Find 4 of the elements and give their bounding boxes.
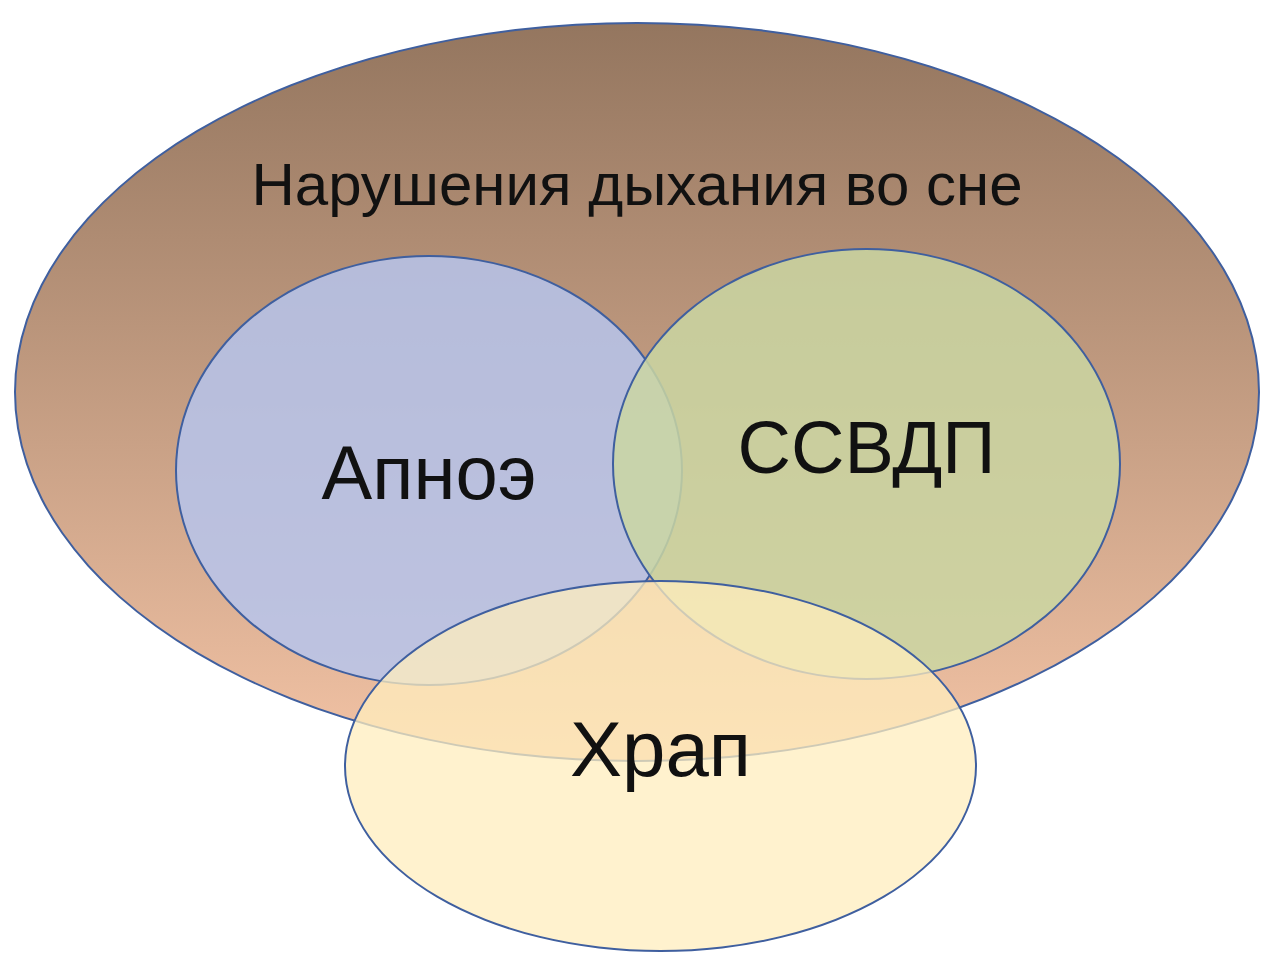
ellipse-label: Нарушения дыхания во сне <box>251 149 1023 219</box>
ellipse-label: Апноэ <box>321 429 537 517</box>
ellipse-label: ССВДП <box>737 405 996 491</box>
ellipse-label: Храп <box>570 705 751 795</box>
